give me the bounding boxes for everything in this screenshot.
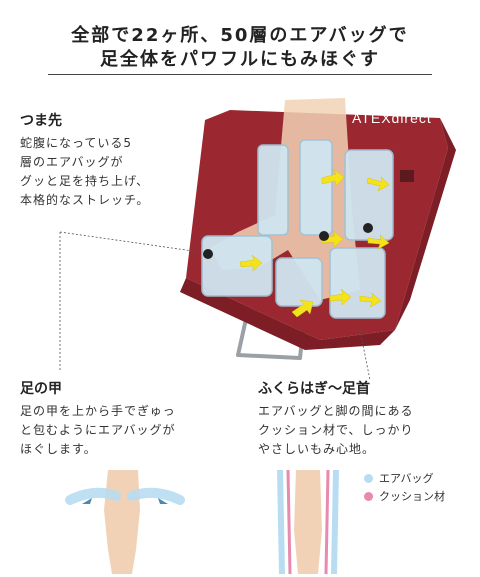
calf-line: クッション材で、しっかり [258,423,414,437]
toe-line: グッと足を持ち上げ、 [20,174,150,188]
title-divider [48,74,432,75]
toe-line: 蛇腹になっている5 [20,136,133,150]
brand-watermark: ATEXdirect [352,110,432,126]
toe-description: 蛇腹になっている5 層のエアバッグが グッと足を持ち上げ、 本格的なストレッチ。 [20,134,149,210]
toe-heading: つま先 [20,113,62,129]
legend-cushion: クッション材 [364,488,445,504]
calf-line: エアバッグと脚の間にある [258,404,414,418]
calf-line: やさしいもみ心地。 [258,442,376,456]
page-title: 全部で22ヶ所、50層のエアバッグで 足全体をパワフルにもみほぐす [0,24,480,72]
legend-airbag: エアバッグ [364,470,434,486]
airbag-legend-swatch [364,473,373,483]
instep-heading: 足の甲 [20,381,62,397]
calf-description: エアバッグと脚の間にある クッション材で、しっかり やさしいもみ心地。 [258,402,414,459]
legend-label: クッション材 [379,490,445,503]
instep-line: と包むようにエアバッグが [20,423,176,437]
title-line-1: 全部で22ヶ所、50層のエアバッグで [71,25,409,46]
cushion-legend-swatch [364,491,373,501]
instep-line: ほぐします。 [20,442,97,456]
airbag-groups [201,139,394,319]
instep-description: 足の甲を上から手でぎゅっ と包むようにエアバッグが ほぐします。 [20,402,176,459]
instep-illustration [65,470,185,574]
toe-line: 層のエアバッグが [20,155,124,169]
instep-line: 足の甲を上から手でぎゅっ [20,404,176,418]
calf-illustration [277,470,339,575]
title-line-2: 足全体をパワフルにもみほぐす [100,49,380,70]
callout-lines [59,231,371,381]
toe-line: 本格的なストレッチ。 [20,193,150,207]
pressure-arrows [239,168,390,318]
calf-heading: ふくらはぎ〜足首 [258,381,370,397]
callout-markers [203,223,373,259]
legend-label: エアバッグ [379,472,434,485]
